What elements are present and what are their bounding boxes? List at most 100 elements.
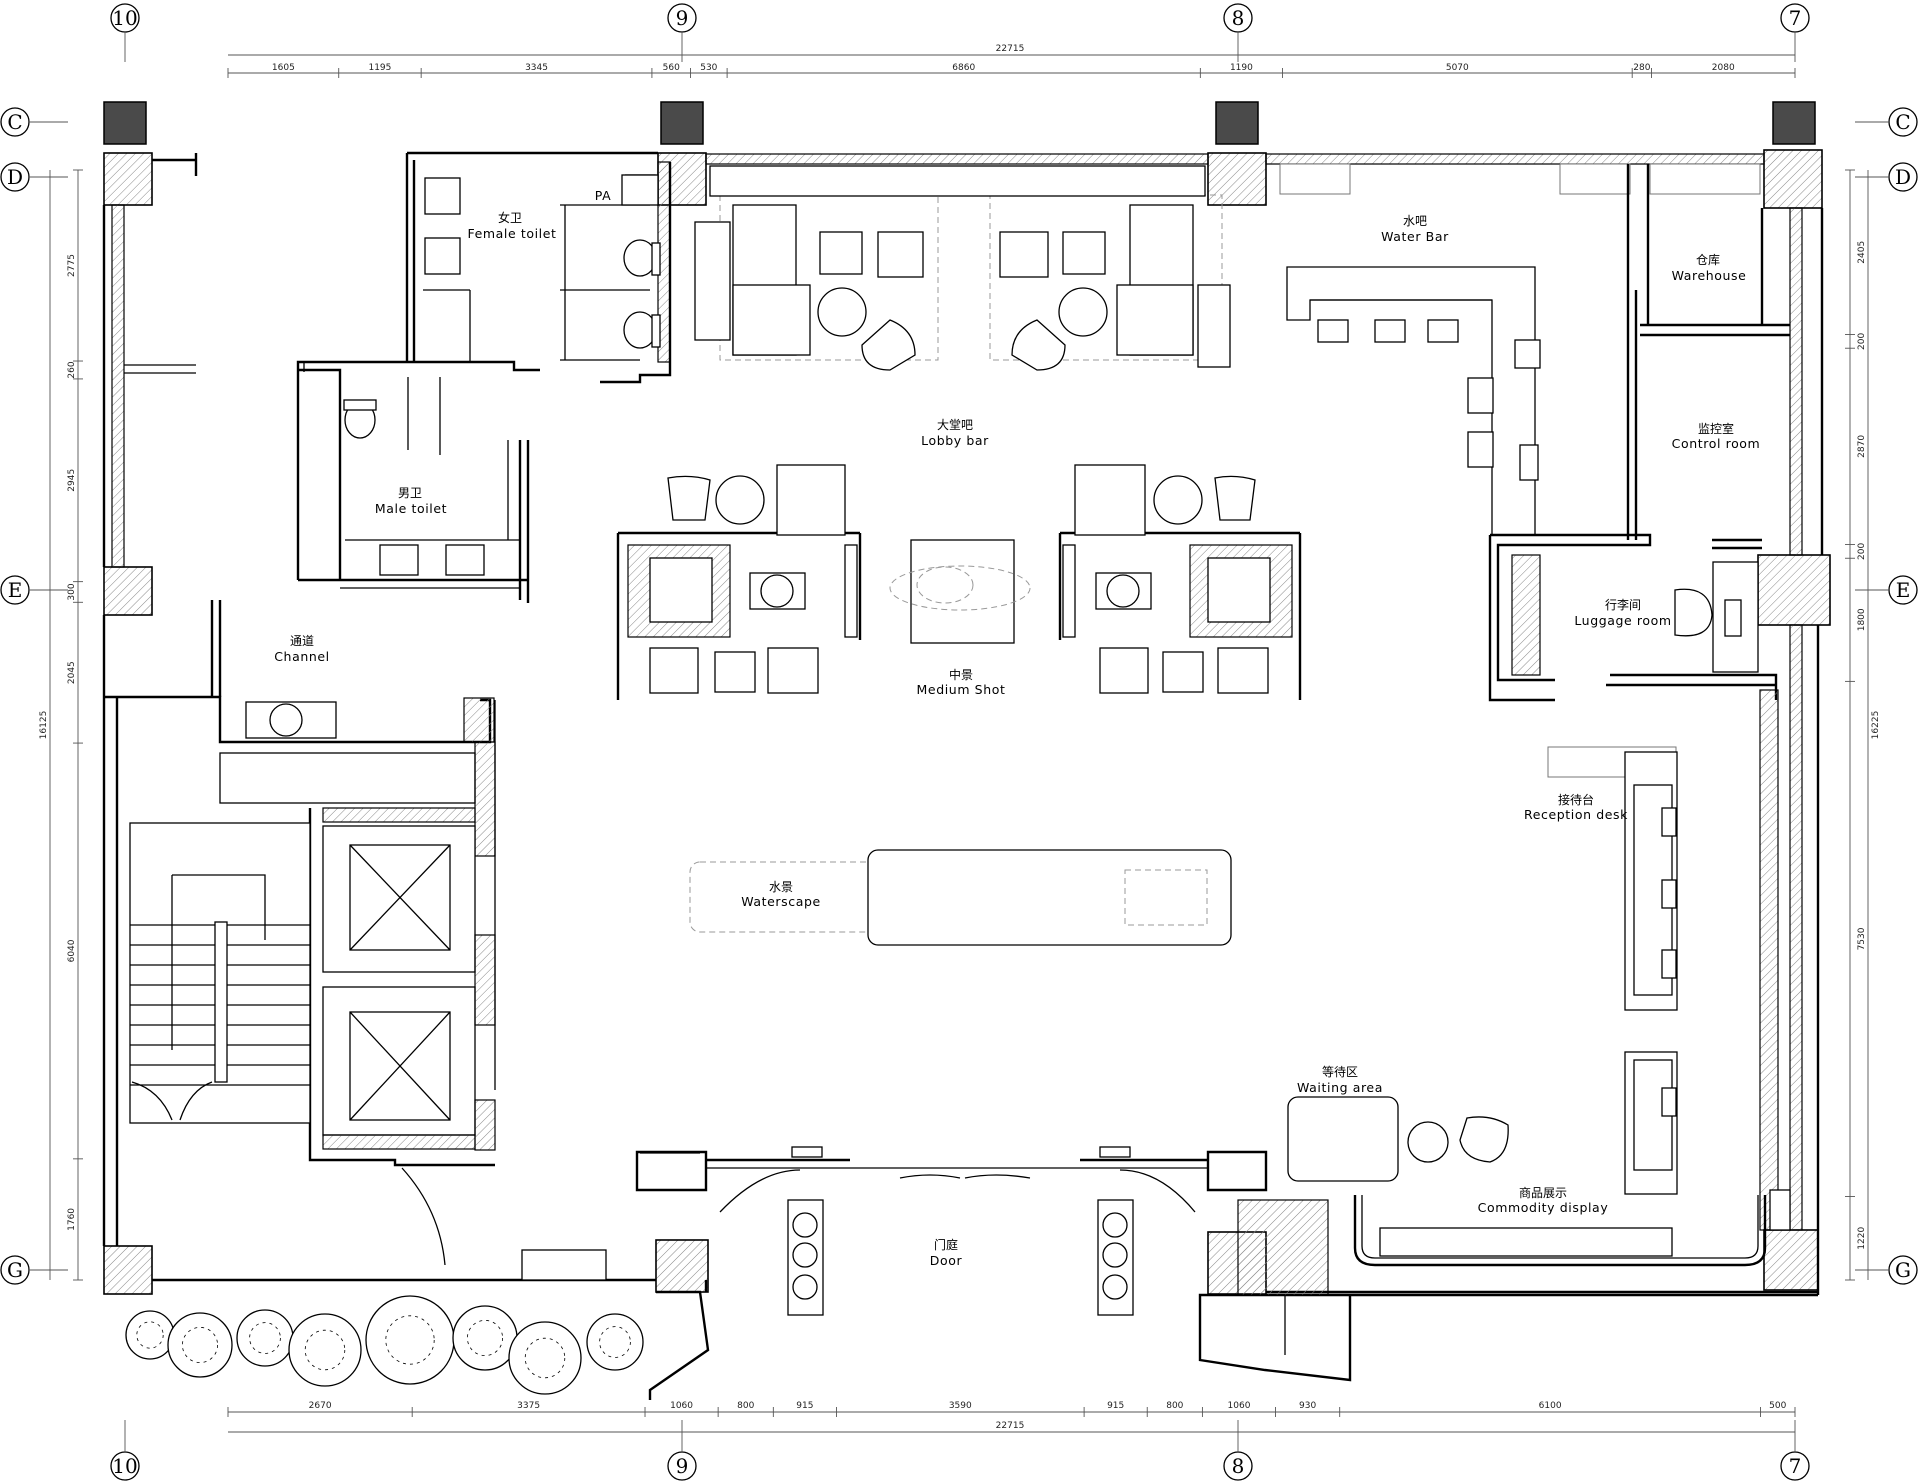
- dimension-value: 1220: [1857, 1227, 1867, 1250]
- reception-area: [1287, 746, 1767, 1267]
- tree-icon: [586, 1313, 644, 1371]
- svg-text:7: 7: [1789, 6, 1802, 30]
- axis-C-left: C: [0, 107, 68, 137]
- svg-text:E: E: [1896, 578, 1911, 602]
- male-toilet-label-en: Male toilet: [375, 501, 447, 516]
- column-9-C: [660, 101, 704, 145]
- column-9-G: [655, 1239, 709, 1293]
- female-toilet-label-en: Female toilet: [467, 226, 556, 241]
- room-labels: 女卫 Female toilet PA 男卫 Male toilet 大堂吧 L…: [274, 188, 1760, 1268]
- lobby-bar-label-cn: 大堂吧: [937, 418, 973, 432]
- shrub-icon: [1102, 1212, 1128, 1238]
- dimension-value: 6040: [67, 939, 77, 962]
- column-10-G: [103, 1245, 153, 1295]
- core-area: [104, 600, 607, 1281]
- dimension-value: 200: [1857, 333, 1867, 350]
- column-7-C: [1772, 101, 1816, 145]
- shrub-icon: [1102, 1274, 1128, 1300]
- shrub-icon: [792, 1212, 818, 1238]
- svg-text:8: 8: [1232, 1454, 1245, 1478]
- tree-icon: [452, 1305, 518, 1371]
- door-label-cn: 门庭: [934, 1237, 958, 1252]
- sink-1: [424, 177, 461, 215]
- waterscape-pool: [867, 849, 1232, 946]
- dimension-value: 2045: [67, 661, 77, 684]
- dimension-value: 530: [700, 63, 717, 73]
- shrub-icon: [1102, 1242, 1128, 1268]
- water-bar-area: [1286, 164, 1791, 1231]
- column-8-D: [1207, 152, 1267, 206]
- male-sink-1: [379, 544, 419, 576]
- dimension-value: 1060: [670, 1401, 693, 1411]
- waterscape-feature: [689, 849, 1232, 946]
- svg-text:E: E: [8, 578, 23, 602]
- svg-text:D: D: [1895, 165, 1911, 189]
- bottom-total-dimension: 22715: [996, 1421, 1025, 1431]
- svg-text:9: 9: [676, 6, 689, 30]
- top-wall: [705, 153, 1209, 165]
- dimension-value: 1195: [368, 63, 391, 73]
- axis-grid: 10 9 8 7 10 9: [0, 3, 1918, 1481]
- dimension-value: 1800: [1857, 608, 1867, 631]
- dimension-value: 6860: [952, 63, 975, 73]
- left-total-dimension: 16125: [39, 711, 49, 740]
- water-bar-label-cn: 水吧: [1403, 214, 1427, 228]
- reception-desk-label-cn: 接待台: [1558, 792, 1594, 807]
- control-room-label-cn: 监控室: [1698, 421, 1734, 436]
- axis-8-bottom: 8: [1223, 1420, 1253, 1481]
- water-bar-label-en: Water Bar: [1381, 229, 1449, 244]
- reception-desk-label-en: Reception desk: [1524, 807, 1628, 822]
- column-7-G: [1763, 1229, 1819, 1291]
- dimension-value: 2405: [1857, 241, 1867, 264]
- toilet-block: [296, 151, 672, 603]
- commodity-display-label-en: Commodity display: [1478, 1200, 1609, 1215]
- svg-text:8: 8: [1232, 6, 1245, 30]
- axis-D-right: D: [1855, 162, 1918, 192]
- axis-10-top: 10: [110, 3, 140, 62]
- dimension-value: 915: [796, 1401, 813, 1411]
- axis-7-bottom: 7: [1780, 1420, 1810, 1481]
- dimension-value: 7530: [1857, 927, 1867, 950]
- shrub-icon: [792, 1242, 818, 1268]
- dimension-value: 800: [737, 1401, 754, 1411]
- left-wall: [111, 204, 125, 568]
- pa-label: PA: [595, 188, 612, 203]
- axis-E-right: E: [1855, 575, 1918, 605]
- column-10-C: [103, 101, 147, 145]
- toilet-bowl-2: [623, 311, 657, 349]
- commodity-display-label-cn: 商品展示: [1519, 1185, 1567, 1200]
- tree-icon: [288, 1313, 362, 1387]
- medium-shot-label-en: Medium Shot: [917, 682, 1006, 697]
- tree-icon: [125, 1310, 175, 1360]
- axis-G-left: G: [0, 1255, 68, 1285]
- waiting-sofa: [1287, 1096, 1399, 1182]
- tree-icon: [365, 1295, 455, 1385]
- dimension-value: 300: [67, 583, 77, 600]
- warehouse-label-en: Warehouse: [1672, 268, 1747, 283]
- svg-text:C: C: [7, 110, 22, 134]
- channel-counter: [219, 752, 476, 804]
- axis-E-left: E: [0, 575, 68, 605]
- center-table: [910, 539, 1015, 644]
- tree-icon: [167, 1312, 233, 1378]
- shrub-icon: [269, 703, 303, 737]
- axis-C-right: C: [1855, 107, 1918, 137]
- exterior-walls: [102, 153, 1824, 1297]
- female-toilet-label-cn: 女卫: [498, 210, 522, 225]
- column-7-D: [1763, 149, 1823, 209]
- waterscape-label-cn: 水景: [769, 880, 793, 894]
- dimension-value: 280: [1633, 63, 1650, 73]
- svg-text:10: 10: [112, 1454, 137, 1478]
- dimension-value: 6100: [1539, 1401, 1562, 1411]
- waiting-area-label-cn: 等待区: [1322, 1065, 1358, 1079]
- dimension-value: 1605: [272, 63, 295, 73]
- male-toilet-label-cn: 男卫: [398, 486, 422, 500]
- svg-text:9: 9: [676, 1454, 689, 1478]
- bench: [521, 1249, 607, 1281]
- axis-G-right: G: [1855, 1255, 1918, 1285]
